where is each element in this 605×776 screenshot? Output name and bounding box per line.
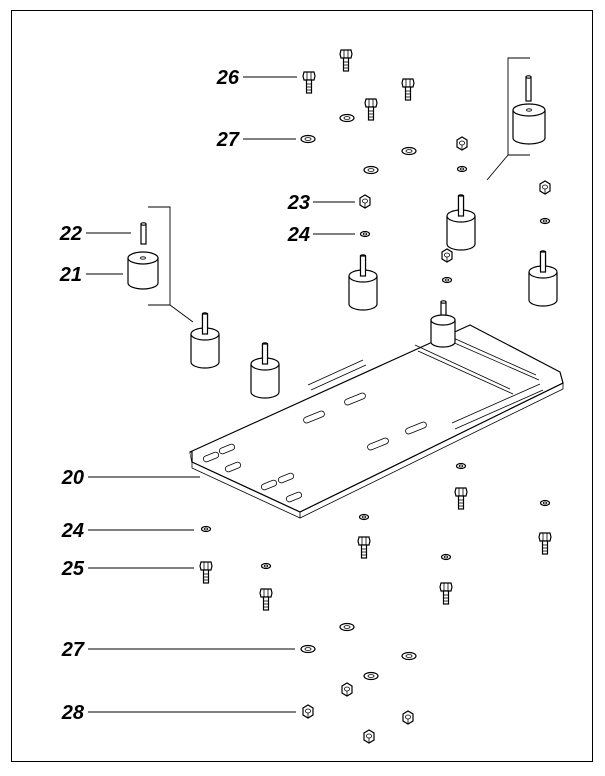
mount-detail-top-right	[512, 75, 546, 145]
callout-28: 28	[61, 702, 84, 724]
callout-26: 26	[216, 67, 239, 89]
leader-lines	[86, 76, 355, 713]
base-plate-20	[189, 300, 564, 519]
bracket-right	[507, 57, 530, 156]
mount-21-a	[446, 194, 476, 251]
bolt-25-e	[259, 588, 273, 611]
callout-25: 25	[61, 558, 84, 580]
callout-27-bottom: 27	[61, 639, 84, 661]
mount-21-b	[528, 250, 558, 307]
swasher-24-e	[455, 462, 467, 470]
mount-21-c	[348, 254, 378, 311]
swasher-24-c	[359, 230, 371, 238]
washer-27-b	[300, 134, 316, 144]
bolt-25-f	[439, 582, 453, 605]
bolt-26-c	[401, 78, 415, 101]
swasher-24-a	[456, 165, 468, 173]
diagram-frame	[11, 10, 593, 762]
washer-27-a	[339, 113, 355, 123]
swasher-24-f	[539, 499, 551, 507]
bracket-left	[148, 206, 171, 306]
bolt-25-d	[199, 561, 213, 584]
nut-23-a	[456, 136, 468, 151]
swasher-24-j	[440, 553, 452, 561]
washer-27-h	[363, 671, 379, 681]
nut-23-c	[359, 194, 371, 209]
washer-27-e	[339, 622, 355, 632]
swasher-24-d	[441, 276, 453, 284]
swasher-24-i	[260, 562, 272, 570]
washer-27-c	[401, 146, 417, 156]
washer-27-f	[300, 644, 316, 654]
callout-21: 21	[59, 264, 82, 286]
callout-24-bottom: 24	[61, 520, 84, 542]
callout-20: 20	[61, 467, 84, 489]
mount-detail-left	[127, 222, 159, 290]
callout-27-top: 27	[216, 129, 239, 151]
bolt-26-d	[364, 98, 378, 121]
washer-27-d	[363, 165, 379, 175]
nut-28-a	[341, 682, 353, 697]
nut-23-d	[441, 248, 453, 263]
swasher-24-g	[358, 513, 370, 521]
bolt-25-b	[538, 532, 552, 555]
nut-28-c	[402, 710, 414, 725]
swasher-24-b	[539, 217, 551, 225]
callout-24-top: 24	[287, 224, 310, 246]
nut-28-b	[302, 704, 314, 719]
mount-21-d	[190, 312, 220, 369]
bolt-26-a	[339, 49, 353, 72]
bolt-25-a	[454, 487, 468, 510]
washer-27-g	[401, 651, 417, 661]
nut-23-b	[539, 180, 551, 195]
bolt-25-c	[357, 536, 371, 559]
callout-23: 23	[287, 192, 310, 214]
callout-22: 22	[59, 223, 82, 245]
nut-28-d	[363, 729, 375, 744]
mount-21-e	[250, 342, 280, 399]
bolt-26-b	[302, 71, 316, 94]
swasher-24-h	[200, 525, 212, 533]
